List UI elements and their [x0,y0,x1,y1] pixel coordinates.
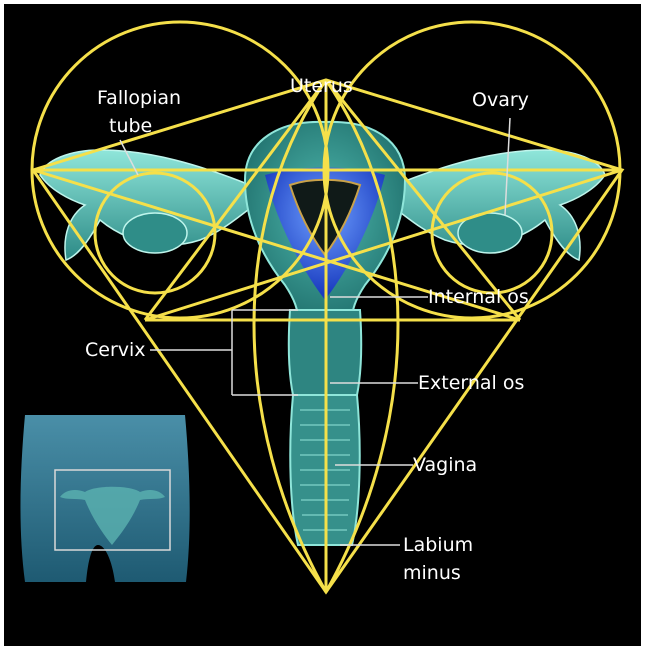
uterus-anatomy-diagram: Fallopian tube Uterus Ovary Internal os … [4,4,641,646]
diagram-frame: Fallopian tube Uterus Ovary Internal os … [4,4,641,646]
label-fallopian-line2: tube [109,115,152,137]
label-internal-os: Internal os [428,286,529,308]
label-labium-line1: Labium [403,534,473,556]
label-external-os: External os [418,372,524,394]
label-ovary: Ovary [472,89,529,111]
left-ovary [123,213,187,253]
inset-torso-image [20,415,189,582]
label-vagina: Vagina [413,454,477,476]
label-labium-line2: minus [403,562,461,584]
label-uterus: Uterus [290,75,353,97]
label-cervix: Cervix [85,339,146,361]
label-fallopian-line1: Fallopian [97,87,181,109]
